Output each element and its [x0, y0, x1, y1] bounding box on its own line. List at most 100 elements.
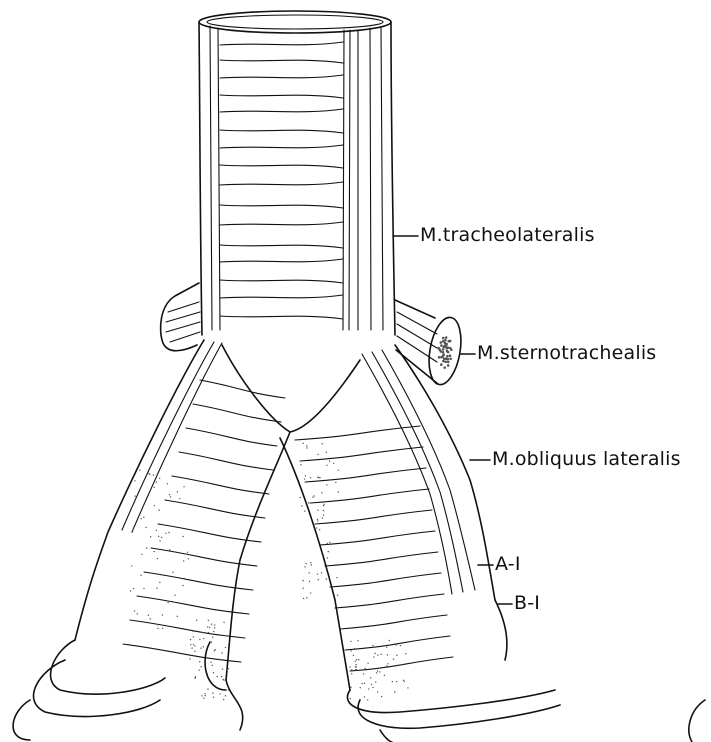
stipple-dot	[208, 620, 209, 621]
stipple-dot	[156, 481, 157, 482]
stipple-dot	[370, 677, 371, 678]
stipple-dot	[212, 637, 213, 638]
stipple-dot	[215, 649, 216, 650]
tracheal-ring	[220, 95, 343, 98]
fiber-dot	[442, 351, 445, 354]
stipple-dot	[205, 695, 206, 696]
stipple-dot	[351, 669, 352, 670]
stipple-dot	[146, 547, 147, 548]
stipple-dot	[323, 505, 324, 506]
sternotrachealis-left	[161, 283, 200, 351]
stipple-dot	[405, 653, 406, 654]
stipple-dot	[389, 640, 390, 641]
stipple-dot	[217, 676, 218, 677]
stipple-dot	[225, 695, 226, 696]
stipple-dot	[375, 681, 376, 682]
stipple-dot	[334, 594, 335, 595]
stipple-dot	[190, 639, 191, 640]
stipple-dot	[407, 687, 408, 688]
fiber-dot	[443, 366, 446, 369]
stipple-dot	[303, 443, 304, 444]
stipple-dot	[377, 654, 378, 655]
stipple-dot	[153, 551, 154, 552]
stipple-dot	[323, 504, 324, 505]
stipple-dot	[150, 536, 151, 537]
stipple-dot	[392, 681, 393, 682]
stipple-dot	[203, 646, 204, 647]
stipple-dot	[317, 510, 318, 511]
stipple-dot	[213, 631, 214, 632]
stipple-dot	[131, 532, 132, 533]
stipple-dot	[183, 486, 184, 487]
stipple-dot	[219, 693, 220, 694]
stipple-dot	[214, 627, 215, 628]
stipple-dot	[355, 666, 356, 667]
stipple-dot	[329, 460, 330, 461]
stipple-dot	[154, 505, 155, 506]
stipple-dot	[174, 594, 175, 595]
stipple-dot	[360, 687, 361, 688]
stipple-dot	[140, 575, 141, 576]
stipple-dot	[364, 683, 365, 684]
fiber-dot	[444, 342, 447, 345]
stipple-dot	[221, 676, 222, 677]
bronchial-ring	[305, 468, 426, 482]
stipple-dot	[140, 518, 141, 519]
stipple-dot	[368, 688, 369, 689]
left-bronchus	[13, 340, 290, 740]
stipple-dot	[156, 530, 157, 531]
fiber-dot	[440, 341, 443, 344]
stipple-dot	[326, 578, 327, 579]
stipple-dot	[367, 662, 368, 663]
stipple-dot	[154, 487, 155, 488]
label-obliquus-lateralis: M.obliquus lateralis	[492, 448, 681, 470]
stipple-dot	[329, 542, 330, 543]
stipple-dot	[137, 613, 138, 614]
stipple-dot	[306, 447, 307, 448]
stipple-dot	[199, 639, 200, 640]
stipple-dot	[330, 544, 331, 545]
stipple-dot	[395, 644, 396, 645]
stipple-dot	[179, 498, 180, 499]
stipple-dot	[327, 543, 328, 544]
tracheal-ring	[220, 42, 343, 45]
stipple-dot	[393, 658, 394, 659]
label-sternotrachealis: M.sternotrachealis	[477, 342, 656, 364]
stipple-dot	[157, 628, 158, 629]
stipple-dot	[394, 691, 395, 692]
fiber-dot	[447, 346, 450, 349]
stipple-dot	[309, 581, 310, 582]
fiber-dot	[442, 348, 445, 351]
tracheal-ring	[220, 205, 343, 208]
stipple-dot	[193, 636, 194, 637]
stipple-dot	[167, 602, 168, 603]
stipple-dot	[351, 673, 352, 674]
stipple-dot	[133, 588, 134, 589]
edge-fragment	[689, 700, 705, 742]
stipple-dot	[201, 695, 202, 696]
stipple-dot	[168, 532, 169, 533]
tracheal-ring	[220, 130, 343, 133]
stipple-dot	[131, 565, 132, 566]
stipple-dot	[379, 671, 380, 672]
stipple-dot	[302, 580, 303, 581]
fiber-dot	[449, 354, 452, 357]
stipple-dot	[323, 510, 324, 511]
stipple-dot	[303, 598, 304, 599]
stipple-dot	[169, 494, 170, 495]
stipple-dot	[333, 463, 334, 464]
stipple-dot	[208, 632, 209, 633]
stipple-dot	[328, 551, 329, 552]
stipple-dot	[214, 624, 215, 625]
stipple-dot	[195, 676, 196, 677]
stipple-dot	[372, 645, 373, 646]
stipple-dot	[361, 683, 362, 684]
stipple-dot	[363, 673, 364, 674]
fiber-dot	[440, 356, 443, 359]
label-b1: B-I	[514, 592, 540, 614]
stipple-dot	[161, 537, 162, 538]
stipple-dot	[194, 645, 195, 646]
stipple-dot	[195, 677, 196, 678]
stipple-dot	[403, 680, 404, 681]
stipple-dot	[310, 562, 311, 563]
